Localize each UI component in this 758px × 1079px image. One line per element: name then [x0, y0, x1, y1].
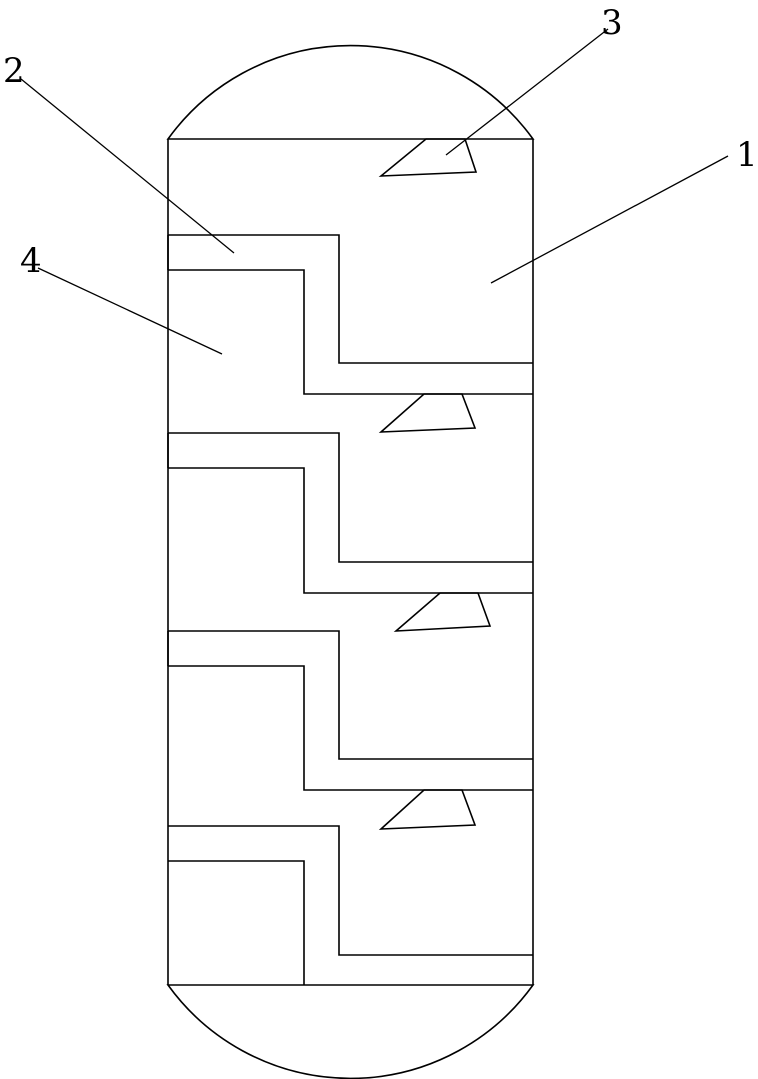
bottom-dome — [166, 984, 535, 1079]
callout-4: 4 — [20, 241, 42, 281]
deflectors — [378, 138, 492, 830]
callout-1: 1 — [736, 135, 758, 175]
callout-labels: 1 2 3 4 — [3, 3, 758, 281]
baffle-4 — [168, 825, 533, 985]
deflector-3 — [393, 592, 492, 632]
deflector-1 — [378, 138, 478, 177]
baffle-3 — [167, 630, 533, 791]
baffles — [167, 234, 533, 985]
baffle-2 — [167, 432, 533, 594]
deflector-4 — [378, 789, 477, 830]
callout-2: 2 — [3, 51, 25, 91]
leader-lines — [20, 28, 729, 355]
leader-1 — [490, 155, 729, 284]
leader-2 — [20, 78, 235, 254]
baffle-1 — [167, 234, 533, 395]
leader-4 — [37, 267, 223, 355]
top-dome — [166, 44, 535, 140]
leader-3 — [445, 28, 609, 156]
callout-3: 3 — [601, 3, 623, 43]
deflector-2 — [378, 393, 477, 433]
